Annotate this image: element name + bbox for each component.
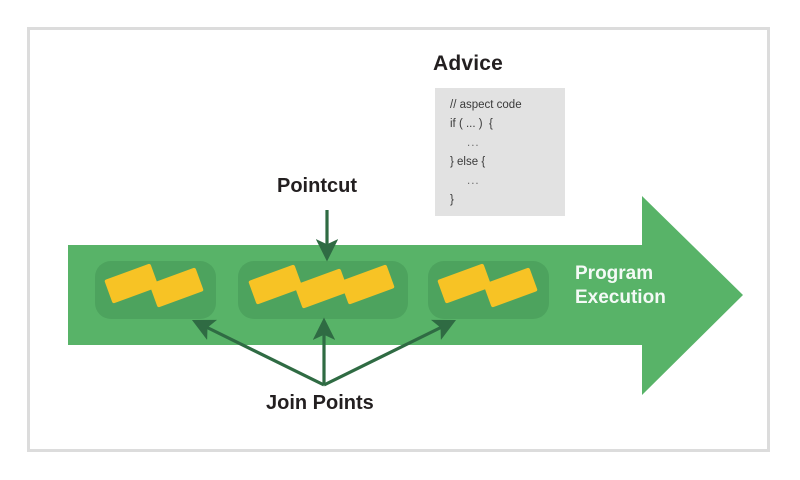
code-line-comment: // aspect code bbox=[450, 99, 522, 111]
join-point-group-2[interactable] bbox=[238, 261, 408, 319]
join-point-block bbox=[248, 264, 303, 305]
join-point-block bbox=[104, 263, 159, 304]
join-point-block bbox=[340, 264, 395, 305]
pointcut-label: Pointcut bbox=[277, 175, 357, 197]
join-point-block bbox=[483, 267, 538, 308]
join-point-group-1[interactable] bbox=[95, 261, 216, 319]
joinpoints-label: Join Points bbox=[266, 392, 374, 414]
code-line-close: } bbox=[450, 194, 454, 206]
code-line-if: if ( ... ) { bbox=[450, 118, 493, 130]
advice-code-text: // aspect code if ( ... ) { ... } else {… bbox=[450, 99, 570, 214]
join-point-block bbox=[437, 263, 492, 304]
joinpoints-arrow-left bbox=[191, 319, 325, 387]
join-point-group-3[interactable] bbox=[428, 261, 549, 319]
code-line-ellipsis-2: ... bbox=[467, 175, 480, 187]
join-point-block bbox=[149, 267, 204, 308]
advice-title: Advice bbox=[433, 52, 504, 75]
program-execution-line1: Program bbox=[575, 263, 654, 284]
advice-code-box bbox=[435, 88, 565, 216]
program-execution-label: Program Execution bbox=[575, 262, 666, 310]
code-line-else: } else { bbox=[450, 156, 486, 168]
program-execution-line2: Execution bbox=[575, 287, 666, 308]
code-line-ellipsis-1: ... bbox=[467, 137, 480, 149]
join-point-block bbox=[294, 268, 349, 309]
joinpoints-arrow-right bbox=[323, 319, 457, 387]
